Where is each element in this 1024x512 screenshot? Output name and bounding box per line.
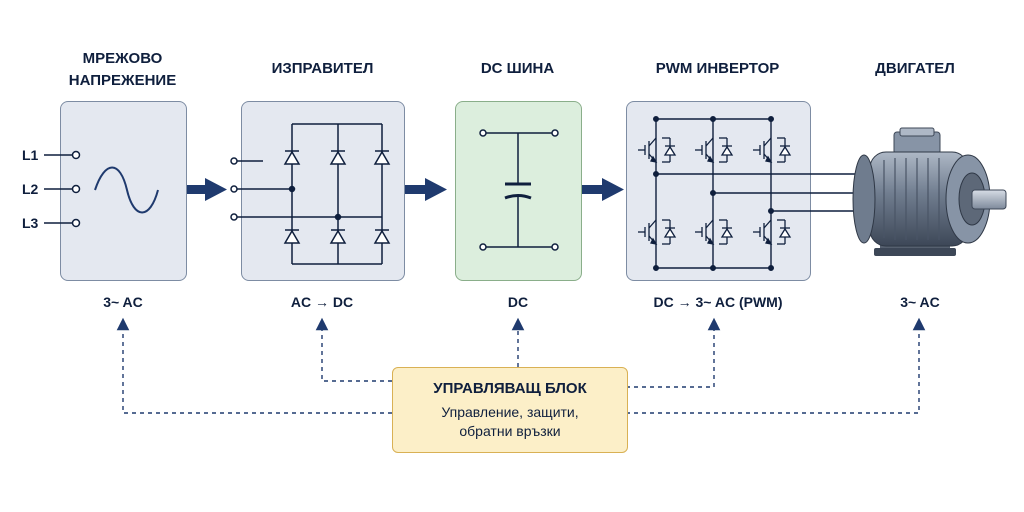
- motor-icon: [852, 127, 1007, 256]
- input-terminals: [44, 150, 81, 228]
- igbt-switch-part: [663, 145, 677, 156]
- flow-arrows: [187, 178, 624, 201]
- inverter-block: [626, 101, 811, 281]
- block-title-motor: ДВИГАТЕЛ: [875, 60, 955, 77]
- sine-wave-icon: [94, 166, 159, 214]
- block-title-rectifier: ИЗПРАВИТЕЛ: [271, 60, 374, 77]
- block-label-rectifier: AC → DC: [290, 294, 354, 310]
- inverter-circuit: [653, 115, 866, 272]
- control-block-title: УПРАВЛЯВАЩ БЛОК: [433, 380, 587, 397]
- igbt-switch-part: [707, 155, 715, 163]
- grid-block: [60, 101, 187, 281]
- igbt-switch-part: [765, 155, 773, 163]
- input-label-l2: L2: [22, 181, 39, 197]
- igbt-switch-part: [648, 137, 657, 147]
- dc-bus-block: [455, 101, 582, 281]
- igbt-switch-part: [720, 145, 734, 156]
- input-label-l1: L1: [22, 147, 39, 163]
- igbt-switch-part: [778, 145, 792, 156]
- rectifier-block: [241, 101, 405, 281]
- igbt-switch-part: [648, 219, 657, 229]
- igbt-switches: [638, 137, 792, 245]
- igbt-switch-part: [778, 227, 792, 238]
- igbt-switch-part: [763, 219, 772, 229]
- block-label-inverter: DC → 3~ AC (PWM): [653, 294, 783, 310]
- block-label-grid: 3~ AC: [103, 294, 143, 310]
- block-title-dc-bus: DC ШИНА: [480, 60, 555, 77]
- igbt-switch-part: [763, 137, 772, 147]
- block-title-inverter: PWM ИНВЕРТОР: [655, 60, 780, 77]
- control-links: [116, 317, 926, 414]
- control-block-line2: обратни връзки: [459, 423, 561, 439]
- igbt-switch-part: [707, 237, 715, 245]
- igbt-switch-part: [705, 219, 714, 229]
- dc-bus-capacitor: [479, 129, 559, 251]
- block-title-grid: МРЕЖОВО НАПРЕЖЕНИЕ: [68, 50, 177, 89]
- control-block: УПРАВЛЯВАЩ БЛОК Управление, защити, обра…: [392, 367, 628, 453]
- igbt-switch-part: [765, 237, 773, 245]
- igbt-switch-part: [650, 155, 658, 163]
- rectifier-circuit: [230, 123, 391, 265]
- input-label-l3: L3: [22, 215, 39, 231]
- block-label-motor: 3~ AC: [900, 294, 940, 310]
- block-label-dc-bus: DC: [507, 294, 529, 310]
- igbt-switch-part: [663, 227, 677, 238]
- igbt-switch-part: [705, 137, 714, 147]
- igbt-switch-part: [720, 227, 734, 238]
- igbt-switch-part: [650, 237, 658, 245]
- control-block-line1: Управление, защити,: [441, 404, 579, 420]
